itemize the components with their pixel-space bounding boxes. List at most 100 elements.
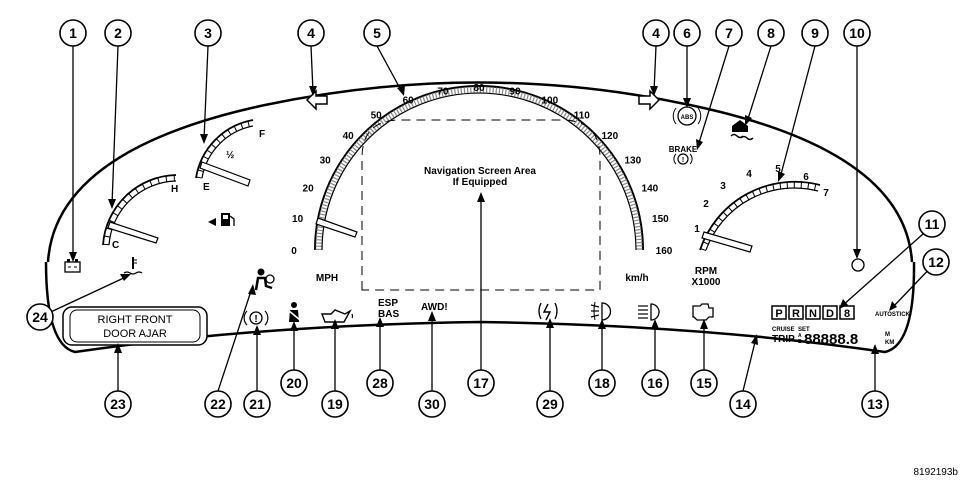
speed-tick-label: 30 <box>320 156 332 167</box>
cruise-label: CRUISE <box>772 327 795 333</box>
callout-6: 6 <box>673 19 701 47</box>
svg-text:10: 10 <box>849 25 865 41</box>
callout-1: 1 <box>59 19 87 47</box>
callout-19: 19 <box>321 390 349 418</box>
svg-text:8: 8 <box>767 25 775 41</box>
fuel-half-label: ½ <box>226 150 234 161</box>
svg-text:4: 4 <box>307 25 315 41</box>
callout-11: 11 <box>918 210 946 238</box>
callout-leader-lines <box>39 45 937 392</box>
tach-tick-label: 7 <box>823 188 829 199</box>
callout-28: 28 <box>366 369 394 397</box>
speed-tick-label: 0 <box>291 246 297 257</box>
high-beam-icon <box>638 303 660 321</box>
speed-tick-label: 130 <box>624 156 641 167</box>
speed-tick-label: 50 <box>371 111 383 122</box>
kmh-label: km/h <box>625 273 648 284</box>
svg-text:2: 2 <box>114 25 122 41</box>
svg-text:28: 28 <box>372 375 388 391</box>
svg-text:20: 20 <box>286 375 302 391</box>
speed-tick-label: 140 <box>642 184 659 195</box>
callout-16: 16 <box>641 369 669 397</box>
svg-text:1: 1 <box>69 25 77 41</box>
speed-tick-label: 10 <box>292 214 304 225</box>
autostick-label: AUTOSTICK <box>875 312 911 318</box>
svg-text:15: 15 <box>696 375 712 391</box>
callout-8: 8 <box>757 19 785 47</box>
gear-selector-display: P R N D 8 <box>771 305 855 320</box>
trip-label: TRIP <box>772 334 795 345</box>
fuel-gauge: F ½ E <box>195 119 265 226</box>
svg-text:18: 18 <box>594 375 610 391</box>
callout-3: 3 <box>194 19 222 47</box>
cluster-bottom-outline <box>44 261 916 354</box>
nav-screen-line1: Navigation Screen Area <box>424 166 536 177</box>
tach-arc-outer <box>699 180 821 251</box>
fuel-pump-icon <box>208 213 235 226</box>
speedometer-arc-inner <box>321 92 637 251</box>
turn-signal-left-icon <box>305 89 328 111</box>
callout-10: 10 <box>843 19 871 47</box>
svg-text:3: 3 <box>204 25 212 41</box>
tach-tick-label: 5 <box>775 164 781 175</box>
fuel-full-label: F <box>259 129 265 140</box>
svg-text:24: 24 <box>32 309 48 325</box>
esp-bas-indicator: ESP BAS <box>378 298 399 320</box>
speed-tick-label: 60 <box>403 96 415 107</box>
svg-text:8: 8 <box>844 308 850 320</box>
svg-text:29: 29 <box>542 396 558 412</box>
svg-text:14: 14 <box>735 396 751 412</box>
navigation-screen-area: Navigation Screen Area If Equipped <box>361 119 601 291</box>
temp-arc-inner <box>108 180 177 246</box>
esp-off-indicator-icon <box>538 302 558 321</box>
tach-needle <box>701 231 753 253</box>
figure-id-label: 8192193b <box>914 467 959 478</box>
callout-24: 24 <box>26 303 54 331</box>
callout-5: 5 <box>363 19 391 47</box>
bas-text: BAS <box>378 309 399 320</box>
svg-text:6: 6 <box>683 25 691 41</box>
callout-4: 4 <box>297 19 325 47</box>
tach-tick-label: 2 <box>703 199 709 210</box>
seat-belt-reminder-icon <box>287 302 301 322</box>
callout-29: 29 <box>536 390 564 418</box>
gear-d: D <box>822 305 838 320</box>
speed-tick-label: 40 <box>343 131 355 142</box>
message-line2: DOOR AJAR <box>103 328 167 340</box>
svg-text:7: 7 <box>725 25 733 41</box>
svg-text:30: 30 <box>424 396 440 412</box>
coolant-temperature-icon <box>123 257 143 275</box>
abs-warning-icon: ABS <box>672 106 702 126</box>
abs-text: ABS <box>681 115 694 121</box>
temp-hot-label: H <box>171 184 178 195</box>
brake-text: BRAKE <box>669 145 698 154</box>
battery-warning-icon <box>64 259 81 273</box>
callout-17: 17 <box>467 369 495 397</box>
tach-tick-label: 3 <box>720 181 726 192</box>
message-center-display: RIGHT FRONT DOOR AJAR <box>62 306 208 346</box>
speed-tick-label: 120 <box>601 131 618 142</box>
tach-tick-label: 6 <box>803 172 809 183</box>
nav-screen-line2: If Equipped <box>453 177 507 188</box>
brake-warning-icon: BRAKE ! <box>669 145 698 165</box>
svg-text:22: 22 <box>210 396 226 412</box>
speed-tick-label: 90 <box>510 86 522 97</box>
svg-text:11: 11 <box>925 216 940 232</box>
svg-text:19: 19 <box>327 396 343 412</box>
callout-22: 22 <box>204 390 232 418</box>
check-engine-icon <box>692 303 714 321</box>
svg-text:13: 13 <box>867 396 883 412</box>
awd-indicator: AWD! <box>421 302 448 313</box>
svg-text:!: ! <box>682 157 684 164</box>
callout-9: 9 <box>801 19 829 47</box>
trip-b-label: B <box>798 339 802 345</box>
callout-arrowheads <box>69 85 897 354</box>
gear-p: P <box>771 305 787 320</box>
svg-text:12: 12 <box>928 254 944 270</box>
temperature-gauge: H C <box>102 174 178 251</box>
speed-tick-label: 150 <box>652 214 669 225</box>
speed-tick-label: 80 <box>473 83 485 94</box>
